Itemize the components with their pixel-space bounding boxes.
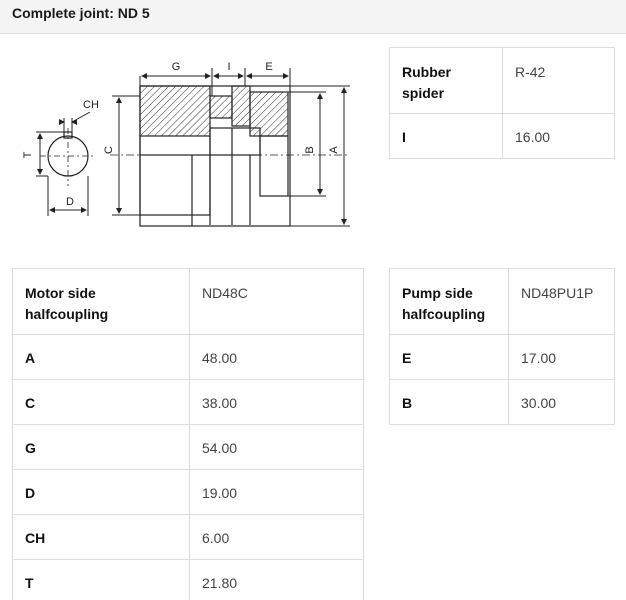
page-title: Complete joint: ND 5	[12, 5, 150, 21]
a-key: A	[12, 334, 190, 380]
page-header: Complete joint: ND 5	[0, 0, 626, 34]
table-row: CH 6.00	[12, 514, 364, 560]
table-row: Pump side halfcoupling ND48PU1P	[389, 268, 615, 335]
a-value: 48.00	[189, 334, 364, 380]
d-key: D	[12, 469, 190, 515]
spider-table: Rubber spider R-42 I 16.00	[389, 47, 615, 159]
coupling-drawing-svg: G I E CH D T C B A	[22, 61, 350, 227]
motor-table: Motor side halfcoupling ND48C A 48.00 C …	[12, 268, 364, 600]
ch-key: CH	[12, 514, 190, 560]
spider-value: R-42	[502, 47, 615, 114]
table-row: D 19.00	[12, 469, 364, 515]
b-key: B	[389, 379, 509, 425]
table-row: Motor side halfcoupling ND48C	[12, 268, 364, 335]
table-row: T 21.80	[12, 559, 364, 600]
i-key: I	[389, 113, 503, 159]
motor-value: ND48C	[189, 268, 364, 335]
e-key: E	[389, 334, 509, 380]
t-key: T	[12, 559, 190, 600]
g-key: G	[12, 424, 190, 470]
ch-value: 6.00	[189, 514, 364, 560]
c-value: 38.00	[189, 379, 364, 425]
dim-label-a: A	[328, 146, 340, 154]
pump-value: ND48PU1P	[508, 268, 615, 335]
dim-label-i: I	[227, 61, 230, 73]
i-value: 16.00	[502, 113, 615, 159]
e-value: 17.00	[508, 334, 615, 380]
dim-label-b: B	[304, 146, 316, 153]
t-value: 21.80	[189, 559, 364, 600]
table-row: A 48.00	[12, 334, 364, 380]
table-row: G 54.00	[12, 424, 364, 470]
dim-label-c: C	[103, 146, 115, 154]
dim-label-e: E	[265, 61, 272, 73]
table-row: Rubber spider R-42	[389, 47, 615, 114]
dim-label-g: G	[172, 61, 181, 73]
motor-key: Motor side halfcoupling	[12, 268, 190, 335]
table-row: E 17.00	[389, 334, 615, 380]
coupling-body	[110, 85, 350, 227]
coupling-drawing: G I E CH D T C B A	[0, 34, 370, 260]
shaft-end-view	[40, 128, 96, 186]
dim-label-d: D	[66, 196, 74, 208]
c-key: C	[12, 379, 190, 425]
g-value: 54.00	[189, 424, 364, 470]
pump-table: Pump side halfcoupling ND48PU1P E 17.00 …	[389, 268, 615, 425]
d-value: 19.00	[189, 469, 364, 515]
table-row: B 30.00	[389, 379, 615, 425]
spider-key: Rubber spider	[389, 47, 503, 114]
table-row: C 38.00	[12, 379, 364, 425]
table-row: I 16.00	[389, 113, 615, 159]
pump-key: Pump side halfcoupling	[389, 268, 509, 335]
dim-label-ch: CH	[83, 99, 99, 111]
dim-label-t: T	[22, 151, 34, 158]
b-value: 30.00	[508, 379, 615, 425]
